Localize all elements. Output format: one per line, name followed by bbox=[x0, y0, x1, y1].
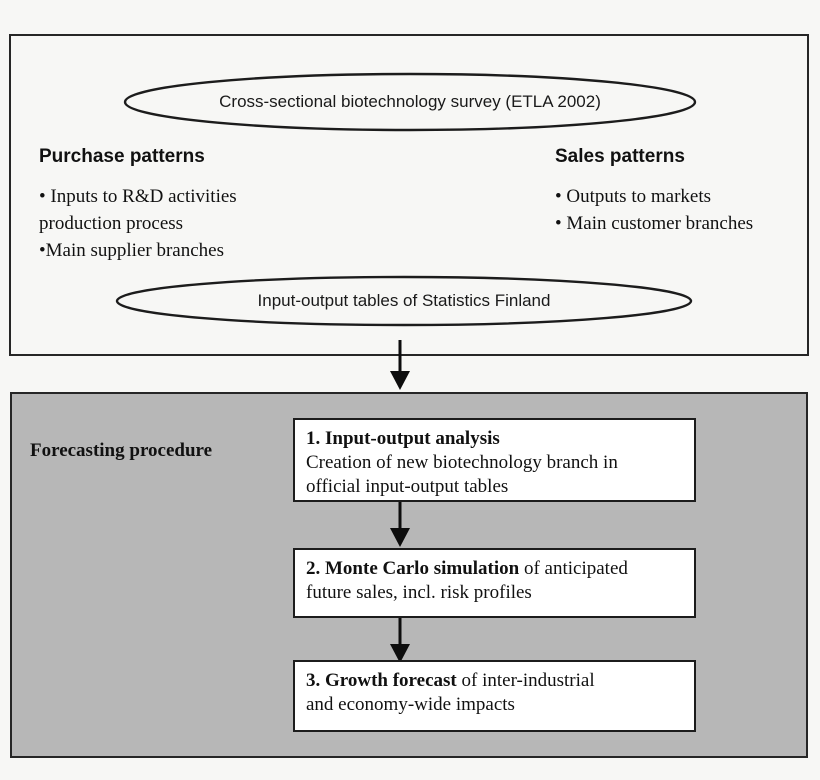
step-2-body-line: future sales, incl. risk profiles bbox=[306, 581, 532, 603]
step-3-trailing: of inter-industrial bbox=[456, 670, 595, 691]
data-sources-panel bbox=[9, 34, 809, 356]
survey-ellipse-label: Cross-sectional biotechnology survey (ET… bbox=[219, 92, 601, 111]
step-box-growth-forecast: 3. Growth forecast of inter-industrial a… bbox=[293, 660, 696, 732]
step-3-number: 3. bbox=[306, 670, 321, 691]
step-1-title-line: 1. Input-output analysis bbox=[306, 427, 683, 451]
input-output-tables-ellipse: Input-output tables of Statistics Finlan… bbox=[115, 275, 693, 327]
forecasting-procedure-label: Forecasting procedure bbox=[30, 440, 213, 461]
purchase-patterns-line: • Inputs to R&D activities bbox=[39, 186, 237, 207]
arrow-down-icon bbox=[380, 618, 420, 664]
purchase-patterns-line: production process bbox=[39, 212, 184, 234]
sales-patterns-block: Sales patterns • Outputs to markets • Ma… bbox=[555, 146, 753, 238]
step-box-input-output-analysis: 1. Input-output analysis Creation of new… bbox=[293, 418, 696, 502]
step-3-body-line: and economy-wide impacts bbox=[306, 693, 515, 715]
step-2-title-line: 2. Monte Carlo simulation of anticipated bbox=[306, 557, 683, 581]
step-2-bold-title: Monte Carlo simulation bbox=[325, 558, 520, 579]
purchase-patterns-block: Purchase patterns • Inputs to R&D activi… bbox=[39, 146, 237, 265]
step-3-bold-title: Growth forecast bbox=[325, 670, 457, 691]
sales-patterns-line: • Main customer branches bbox=[555, 212, 754, 234]
step-1-body-line: official input-output tables bbox=[306, 475, 509, 497]
purchase-patterns-line: •Main supplier branches bbox=[39, 239, 224, 261]
sales-patterns-line: • Outputs to markets bbox=[555, 186, 711, 207]
step-box-monte-carlo-simulation: 2. Monte Carlo simulation of anticipated… bbox=[293, 548, 696, 618]
arrow-down-icon bbox=[380, 340, 420, 392]
step-2-trailing: of anticipated bbox=[519, 558, 628, 579]
step-2-number: 2. bbox=[306, 558, 321, 579]
survey-ellipse: Cross-sectional biotechnology survey (ET… bbox=[123, 72, 697, 132]
step-1-bold-title: Input-output analysis bbox=[325, 428, 500, 449]
sales-patterns-heading: Sales patterns bbox=[555, 146, 685, 167]
step-1-body-line: Creation of new biotechnology branch in bbox=[306, 451, 618, 473]
purchase-patterns-heading: Purchase patterns bbox=[39, 146, 205, 167]
step-3-title-line: 3. Growth forecast of inter-industrial bbox=[306, 669, 683, 693]
step-1-number: 1. bbox=[306, 428, 321, 449]
input-output-tables-ellipse-label: Input-output tables of Statistics Finlan… bbox=[257, 291, 551, 310]
arrow-down-icon bbox=[380, 502, 420, 548]
